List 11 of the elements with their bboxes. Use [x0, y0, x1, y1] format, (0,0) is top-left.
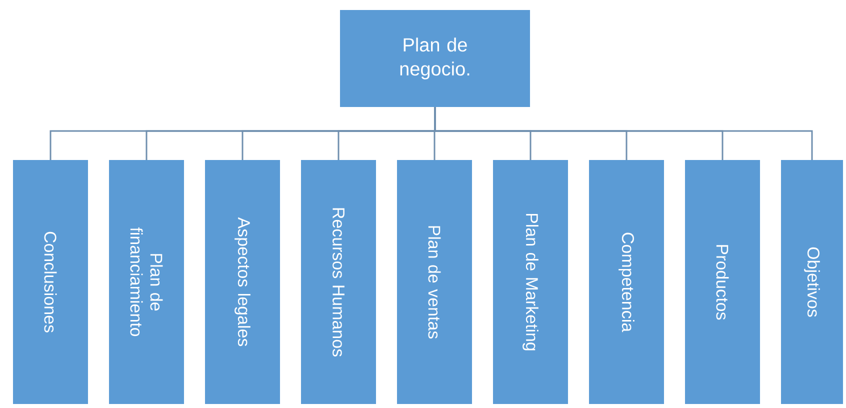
topic-box: Objetivos [781, 160, 843, 404]
topic-box: Recursos Humanos [301, 160, 376, 404]
topic-box: Plan de Marketing [493, 160, 568, 404]
root-box: Plan de negocio. [340, 10, 530, 107]
topic-box: Aspectos legales [205, 160, 280, 404]
topic-box: Productos [685, 160, 760, 404]
topic-box: Competencia [589, 160, 664, 404]
connector-line [434, 107, 813, 160]
topic-box: Plan de ventas [397, 160, 472, 404]
topic-box: Conclusiones [13, 160, 88, 404]
topic-box: Plan de financiamiento [109, 160, 184, 404]
